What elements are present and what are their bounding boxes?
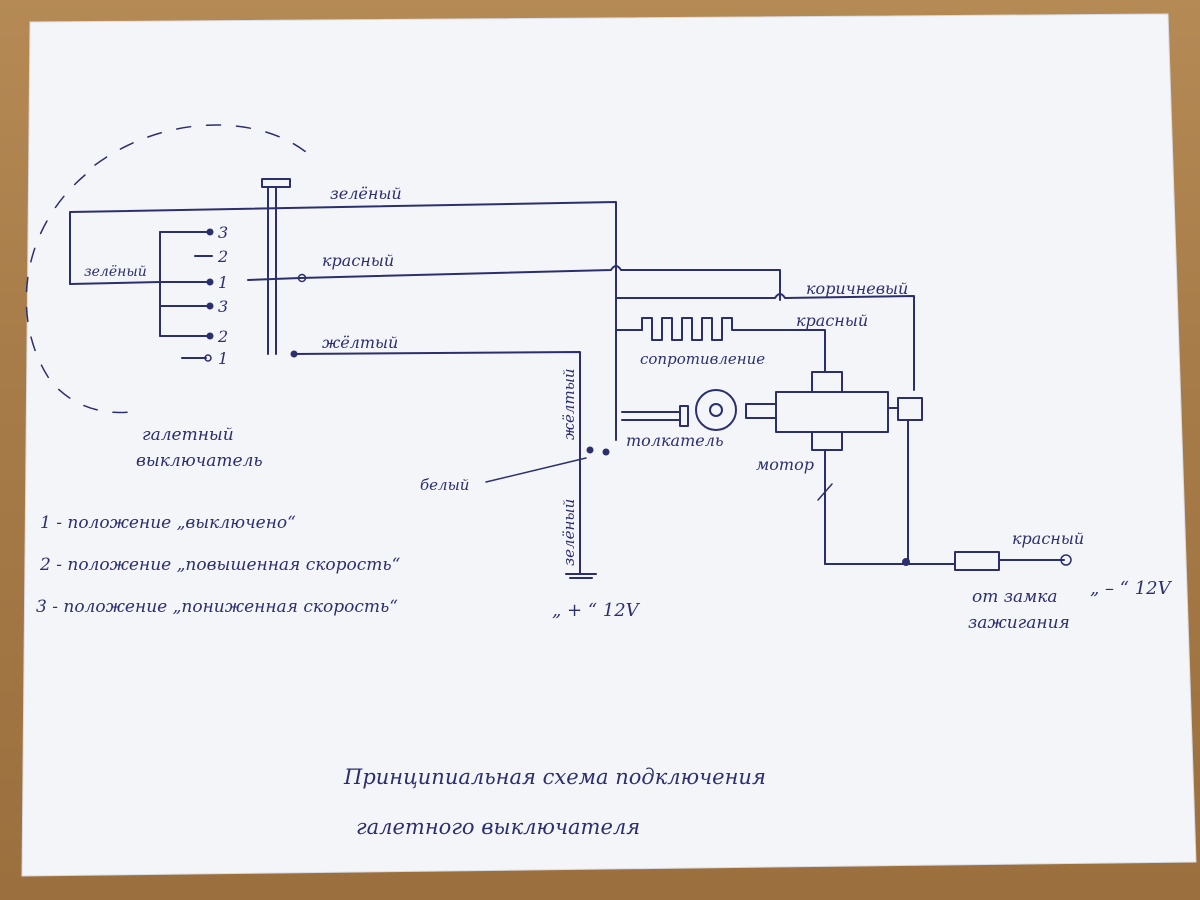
label-switch-name-1: галетный: [142, 425, 234, 445]
brown-wire: [615, 293, 915, 391]
pusher-contact: [602, 448, 610, 456]
label-from-lock-2: зажигания: [968, 613, 1070, 633]
legend-item-2: 2 - положение „повышенная скорость“: [39, 555, 401, 575]
label-red-motor: красный: [796, 311, 868, 330]
contact-number: 1: [218, 273, 228, 292]
label-minus-12v: „ – “ 12V: [1090, 578, 1173, 599]
contact-number: 1: [218, 349, 228, 368]
label-green-left: зелёный: [84, 264, 147, 280]
red-wire: [299, 265, 781, 301]
white-arrow: [485, 457, 587, 483]
label-pusher: толкатель: [626, 431, 724, 450]
label-from-lock-1: от замка: [972, 587, 1058, 607]
legend-item-1: 1 - положение „выключено“: [40, 513, 296, 533]
cam-hub: [709, 403, 723, 417]
terminal-dot: [297, 273, 307, 283]
contact-number: 3: [218, 297, 228, 316]
switch-contact-1-link: [247, 277, 301, 281]
contact-dot: [206, 278, 214, 286]
label-switch-name-2: выключатель: [136, 451, 263, 471]
terminal-dot: [290, 350, 298, 358]
contact-number: 2: [217, 327, 228, 346]
legend-item-3: 3 - положение „пониженная скорость“: [36, 597, 398, 617]
contact-dot: [206, 302, 214, 310]
contact-number: 2: [217, 247, 228, 266]
label-white: белый: [420, 476, 469, 494]
switch-outline-circle: [25, 124, 316, 414]
pusher-tip: [679, 405, 689, 427]
green-wire: [69, 201, 617, 441]
wire-mark: [817, 483, 833, 501]
diagram-title-line2: галетного выключателя: [356, 815, 640, 839]
label-green-vertical: зелёный: [560, 499, 578, 566]
cam-wheel: [695, 389, 737, 431]
yellow-wire: [291, 351, 581, 571]
label-plus-12v: „ + “ 12V: [552, 600, 641, 621]
resistor-zigzag: [641, 317, 826, 373]
label-yellow: жёлтый: [322, 333, 398, 352]
contact-dot: [204, 354, 212, 362]
green-wire-to-bus: [69, 281, 161, 285]
label-red-switch: красный: [322, 251, 394, 270]
contact-number: 3: [218, 223, 228, 242]
diagram-title-line1: Принципиальная схема подключения: [343, 765, 766, 789]
label-yellow-vertical: жёлтый: [560, 368, 578, 440]
pusher-contact: [586, 446, 594, 454]
junction-dot: [902, 558, 910, 566]
label-brown: коричневый: [806, 279, 908, 298]
label-red-ignition: красный: [1012, 529, 1084, 548]
label-resistance: сопротивление: [640, 350, 765, 368]
label-motor: мотор: [756, 455, 814, 474]
label-green-top: зелёный: [330, 184, 402, 203]
motor-shaft: [745, 403, 777, 419]
motor-bottom-terminal: [811, 431, 843, 451]
ignition-terminal: [1060, 554, 1072, 566]
paper-sheet: [21, 13, 1197, 877]
contact-dot: [206, 332, 214, 340]
contact-dot: [206, 228, 214, 236]
